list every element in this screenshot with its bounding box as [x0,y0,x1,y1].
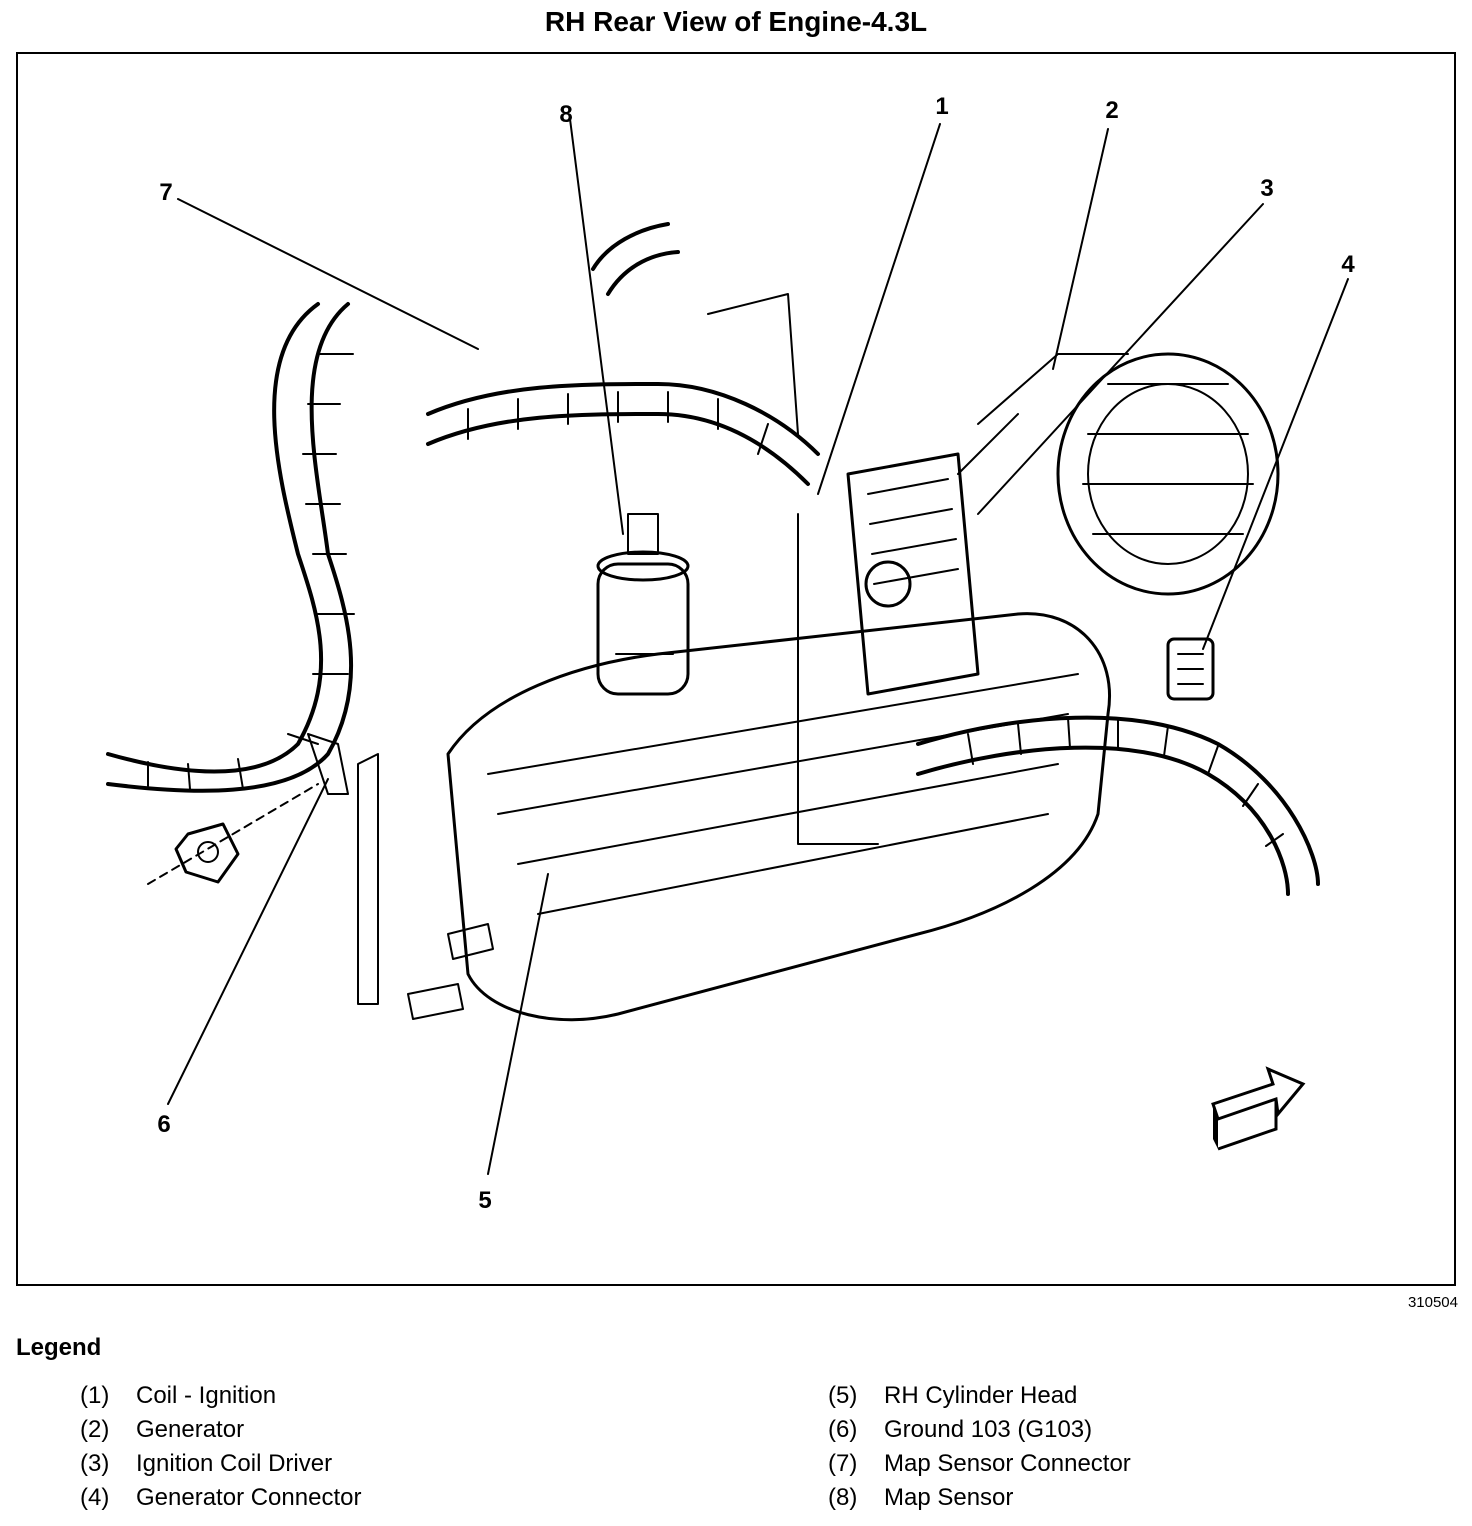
callout-8: 8 [559,101,572,128]
legend-column-left: (1) Coil - Ignition (2) Generator (3) Ignit… [80,1382,361,1518]
legend-item-label: Ground 103 (G103) [884,1416,1093,1443]
legend-item-number: (3) [80,1450,110,1477]
callout-2: 2 [1105,97,1118,124]
callout-5: 5 [478,1187,491,1214]
engine-illustration-frame: 1 2 3 4 5 6 7 8 [16,52,1456,1286]
legend-item: (5) RH Cylinder Head [828,1382,1131,1416]
generator-body [957,352,1280,596]
cylinder-head-outline [446,612,1111,1022]
front-direction-arrow-icon [1211,1066,1306,1151]
diagram-title: RH Rear View of Engine-4.3L [544,6,928,37]
leader-lines [147,118,1349,1175]
legend-item-number: (6) [828,1416,858,1443]
callout-6: 6 [157,1111,170,1138]
ground-terminal [307,733,349,795]
ground-nut [174,822,240,884]
legend-item: (2) Generator [80,1416,361,1450]
map-sensor-body [596,513,690,696]
ignition-coil-body [846,452,980,696]
legend-item-number: (8) [828,1484,858,1511]
legend-heading: Legend [16,1334,102,1361]
legend-item: (6) Ground 103 (G103) [828,1416,1131,1450]
legend-item-label: RH Cylinder Head [884,1382,1078,1409]
legend-item-number: (7) [828,1450,858,1477]
legend-item-number: (5) [828,1382,858,1409]
legend-item-label: Map Sensor Connector [884,1450,1131,1477]
legend-item-label: Coil - Ignition [136,1382,277,1409]
wiring-harness-left [106,302,324,774]
legend-column-right: (5) RH Cylinder Head (6) Ground 103 (G103)… [828,1382,1131,1518]
figure-number: 310504 [1407,1294,1458,1311]
engine-illustration: 1 2 3 4 5 6 7 8 [106,93,1355,1214]
legend-item-label: Ignition Coil Driver [136,1450,333,1477]
callout-1: 1 [935,93,948,120]
wiring-harness-right [916,715,1320,886]
legend-item-number: (2) [80,1416,110,1443]
legend-item: (8) Map Sensor [828,1484,1131,1518]
legend-item: (3) Ignition Coil Driver [80,1450,361,1484]
callout-4: 4 [1341,251,1355,278]
legend-item-label: Generator Connector [136,1484,362,1511]
legend-item-label: Generator [136,1416,245,1443]
generator-connector-body [1166,637,1215,701]
legend-item: (4) Generator Connector [80,1484,361,1518]
legend-item: (7) Map Sensor Connector [828,1450,1131,1484]
wiring-harness-top [426,382,820,456]
legend-item: (1) Coil - Ignition [80,1382,361,1416]
legend-item-number: (1) [80,1382,110,1409]
callout-7: 7 [159,179,172,206]
legend-item-label: Map Sensor [884,1484,1014,1511]
legend-item-number: (4) [80,1484,110,1511]
callout-3: 3 [1260,175,1273,202]
